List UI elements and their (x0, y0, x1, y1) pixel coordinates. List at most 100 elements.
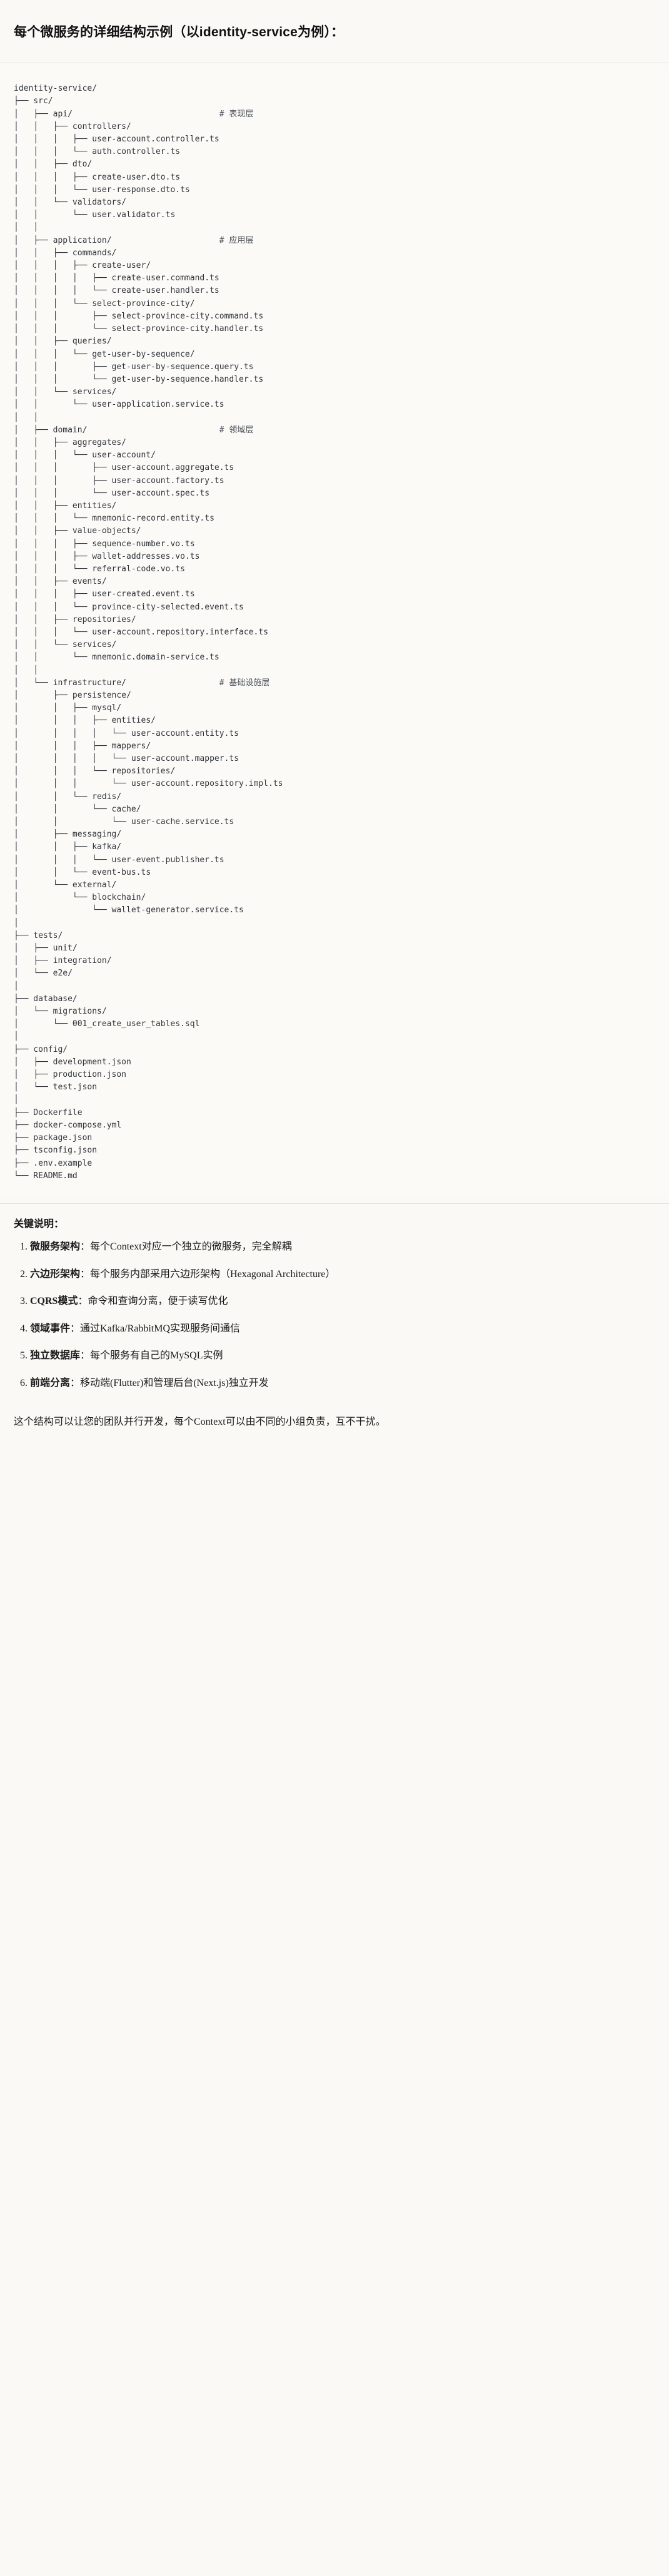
tree-line-comment: # 应用层 (219, 235, 254, 245)
tree-line: │ │ │ └── repositories/ (14, 765, 655, 778)
tree-line-path: │ ├── api/ (14, 109, 73, 119)
tree-line-path: ├── package.json (14, 1133, 93, 1143)
tree-line-path: │ └── 001_create_user_tables.sql (14, 1019, 200, 1029)
directory-tree-block: identity-service/├── src/│ ├── api/ # 表现… (0, 71, 669, 1195)
tree-line: │ │ │ └── referral-code.vo.ts (14, 563, 655, 576)
tree-line-path: │ ├── application/ (14, 235, 112, 245)
tree-line: │ │ ├── value-objects/ (14, 525, 655, 537)
key-note-separator: ： (70, 1323, 81, 1334)
tree-line-path: ├── database/ (14, 994, 78, 1004)
tree-line-path: │ ├── messaging/ (14, 830, 122, 840)
tree-line: │ ├── messaging/ (14, 828, 655, 841)
tree-line: │ │ │ └── auth.controller.ts (14, 146, 655, 158)
tree-line-path: │ (14, 981, 19, 991)
tree-line-comment: # 领域层 (219, 425, 254, 435)
tree-line: │ │ │ └── mnemonic-record.entity.ts (14, 512, 655, 525)
tree-line-gap (126, 678, 219, 688)
tree-line-path: │ │ ├── kafka/ (14, 842, 122, 852)
tree-line-comment: # 表现层 (219, 109, 254, 119)
tree-line: │ │ │ └── user-response.dto.ts (14, 184, 655, 196)
tree-line: │ │ ├── commands/ (14, 247, 655, 260)
tree-line: │ │ ├── dto/ (14, 158, 655, 171)
tree-line-path: │ │ └── mnemonic.domain-service.ts (14, 653, 219, 663)
tree-line: │ └── infrastructure/ # 基础设施层 (14, 677, 655, 690)
tree-line-path: │ (14, 1032, 19, 1042)
tree-line-path: ├── tests/ (14, 930, 63, 940)
tree-line: │ │ │ └── user-event.publisher.ts (14, 854, 655, 867)
tree-line-path: │ │ (14, 223, 39, 233)
tree-line-path: │ │ │ └── user-account.spec.ts (14, 488, 210, 498)
tree-line: │ │ │ └── select-province-city.handler.t… (14, 323, 655, 335)
tree-line: │ │ └── services/ (14, 386, 655, 399)
key-note-item: 前端分离：移动端(Flutter)和管理后台(Next.js)独立开发 (30, 1375, 655, 1392)
tree-line-path: │ │ (14, 412, 39, 422)
tree-line-path: └── README.md (14, 1171, 78, 1181)
tree-line: │ │ ├── entities/ (14, 500, 655, 512)
key-note-separator: ： (78, 1296, 88, 1307)
tree-line-path: │ │ │ └── select-province-city/ (14, 298, 195, 308)
tree-line-path: │ │ ├── events/ (14, 577, 107, 587)
tree-line-path: │ │ │ │ └── user-account.entity.ts (14, 728, 239, 738)
key-note-item: 微服务架构：每个Context对应一个独立的微服务，完全解耦 (30, 1239, 655, 1255)
key-note-separator: ： (80, 1350, 91, 1362)
tree-line-path: ├── config/ (14, 1044, 68, 1054)
tree-line: │ │ │ └── select-province-city/ (14, 298, 655, 310)
tree-line-path: │ │ ├── aggregates/ (14, 437, 127, 447)
tree-line: │ └── migrations/ (14, 1005, 655, 1018)
tree-line: │ │ │ ├── wallet-addresses.vo.ts (14, 551, 655, 563)
tree-line-path: │ └── migrations/ (14, 1007, 107, 1017)
tree-line-path: │ └── external/ (14, 880, 117, 890)
tree-line-gap (87, 425, 219, 435)
tree-line-path: │ │ └── user-cache.service.ts (14, 817, 234, 827)
key-note-term: CQRS模式 (30, 1296, 78, 1307)
tree-line-path: │ │ │ │ └── user-account.mapper.ts (14, 754, 239, 763)
tree-line: │ │ ├── events/ (14, 576, 655, 588)
tree-line-path: │ │ └── event-bus.ts (14, 867, 151, 877)
tree-line: │ │ │ │ ├── create-user.command.ts (14, 272, 655, 285)
tree-line: │ │ └── user.validator.ts (14, 209, 655, 221)
tree-line: │ │ │ └── user-account.repository.impl.t… (14, 778, 655, 790)
tree-line: │ (14, 1031, 655, 1043)
tree-line: │ ├── production.json (14, 1069, 655, 1081)
tree-line: │ │ └── event-bus.ts (14, 867, 655, 879)
tree-line-path: │ ├── domain/ (14, 425, 88, 435)
tree-line-path: │ │ │ └── user-event.publisher.ts (14, 855, 224, 865)
tree-line-path: │ ├── persistence/ (14, 690, 131, 700)
key-note-item: 独立数据库：每个服务有自己的MySQL实例 (30, 1348, 655, 1364)
tree-line-path: │ │ ├── queries/ (14, 337, 112, 347)
tree-line: │ └── external/ (14, 879, 655, 892)
key-note-item: 六边形架构：每个服务内部采用六边形架构（Hexagonal Architectu… (30, 1266, 655, 1283)
tree-line-path: │ ├── production.json (14, 1070, 127, 1080)
tree-line-path: │ ├── integration/ (14, 956, 112, 966)
tree-line-path: │ └── blockchain/ (14, 893, 146, 903)
tree-line: │ ├── integration/ (14, 955, 655, 967)
tree-line-path: │ │ │ └── user-account.repository.interf… (14, 627, 268, 637)
tree-line-path: │ │ │ ├── sequence-number.vo.ts (14, 539, 195, 549)
tree-line: │ │ (14, 221, 655, 234)
tree-line-path: │ │ │ └── repositories/ (14, 766, 176, 776)
tree-divider (0, 1203, 669, 1204)
tree-line-path: │ │ │ ├── create-user.dto.ts (14, 172, 181, 182)
key-note-term: 前端分离 (30, 1377, 71, 1388)
tree-line: │ │ │ │ └── create-user.handler.ts (14, 285, 655, 297)
tree-line-path: │ │ └── services/ (14, 640, 117, 650)
tree-line-path: │ │ ├── dto/ (14, 160, 93, 170)
tree-line-path: │ └── infrastructure/ (14, 678, 127, 688)
key-note-text: 命令和查询分离，便于读写优化 (88, 1296, 228, 1307)
tree-line: │ │ └── validators/ (14, 196, 655, 209)
tree-line: │ │ └── services/ (14, 639, 655, 651)
key-note-text: 通过Kafka/RabbitMQ实现服务间通信 (80, 1323, 241, 1334)
tree-line: │ │ │ └── user-account/ (14, 449, 655, 462)
tree-line-path: │ │ │ ├── select-province-city.command.t… (14, 311, 264, 321)
key-note-separator: ： (70, 1377, 81, 1388)
page-title: 每个微服务的详细结构示例（以identity-service为例）： (14, 25, 345, 40)
tree-line: │ │ ├── mysql/ (14, 702, 655, 715)
tree-line-path: │ │ │ ├── user-account.factory.ts (14, 476, 224, 486)
tree-line: │ └── 001_create_user_tables.sql (14, 1018, 655, 1031)
tree-line: │ (14, 917, 655, 930)
tree-line: identity-service/ (14, 83, 655, 95)
tree-line-path: │ │ │ ├── user-account.aggregate.ts (14, 463, 234, 473)
tree-line-path: │ │ │ └── get-user-by-sequence/ (14, 349, 195, 359)
tree-line: │ │ (14, 412, 655, 424)
tree-line: ├── tsconfig.json (14, 1144, 655, 1157)
